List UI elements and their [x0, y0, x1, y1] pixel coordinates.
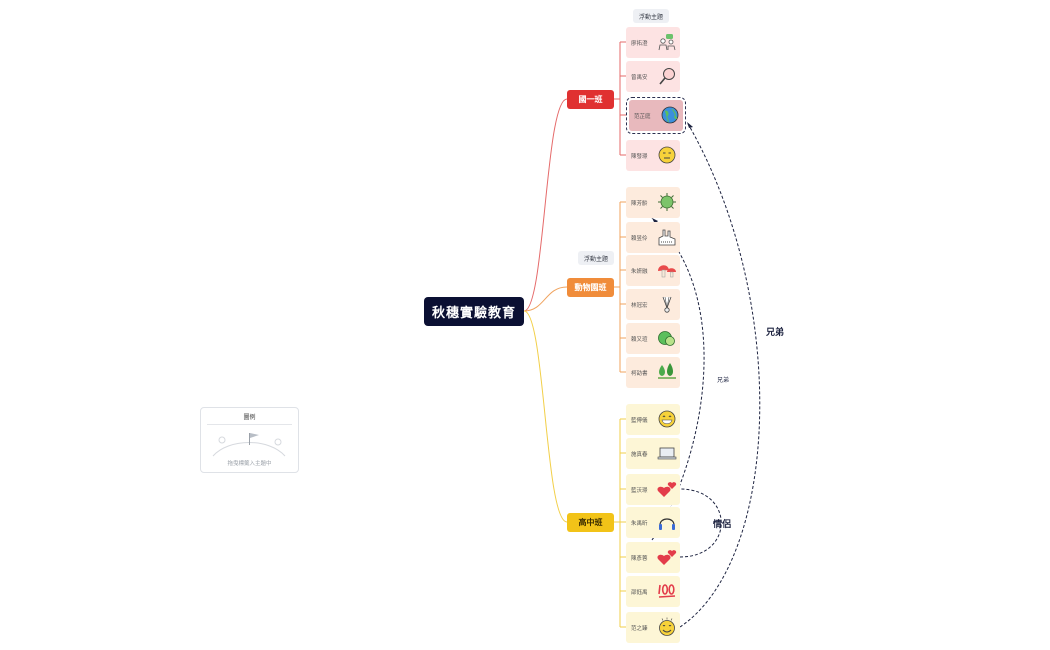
hundred-points-icon — [658, 584, 676, 598]
leaf-topic[interactable]: 朱禹昕 — [626, 507, 680, 538]
magnifier-icon — [659, 68, 675, 85]
relationship-label[interactable]: 情侶 — [713, 520, 732, 530]
leaf-label: 陳彥蓉 — [631, 556, 648, 562]
globe-icon — [661, 106, 679, 124]
leaf-label: 曾禹安 — [631, 75, 648, 81]
leaf-topic[interactable]: 林冠宏 — [626, 289, 680, 320]
leaf-label: 范芷庭 — [634, 114, 651, 120]
headphones-icon — [659, 518, 675, 530]
leaf-topic-selected[interactable]: 范芷庭 — [626, 97, 686, 134]
hearts-icon — [657, 482, 677, 497]
people-chat-icon — [658, 34, 676, 51]
leaf-label: 施真春 — [631, 452, 648, 458]
relationship-line-brothers-1 — [679, 121, 761, 628]
leaf-topic[interactable]: 施真春 — [626, 438, 680, 469]
leaf-label: 柯劭書 — [631, 371, 648, 377]
leaf-topic[interactable]: 藍沃璟 — [626, 474, 680, 505]
leaf-label: 朱妍融 — [631, 269, 648, 275]
factory-icon — [658, 229, 676, 246]
legend-panel[interactable]: 圖例 拖曳標籤入主題中 — [200, 407, 299, 473]
leaf-topic[interactable]: 賴又瑄 — [626, 323, 680, 354]
relationship-label[interactable]: 兄弟 — [766, 328, 785, 338]
leaf-topic[interactable]: 賴昱伶 — [626, 222, 680, 253]
root-topic[interactable]: 秋穗實驗教育 — [424, 297, 524, 326]
floating-topic[interactable]: 浮動主題 — [633, 9, 670, 23]
leaf-topic[interactable]: 陳發璟 — [626, 140, 680, 171]
legend-hint: 拖曳標籤入主題中 — [227, 461, 272, 467]
legend-divider — [207, 424, 292, 425]
leaf-topic[interactable]: 邵鈺禹 — [626, 576, 680, 607]
leaf-topic[interactable]: 范之臻 — [626, 612, 680, 643]
relationship-label[interactable]: 兄弟 — [716, 375, 731, 384]
leaf-label: 林冠宏 — [631, 303, 648, 309]
leaf-topic[interactable]: 朱妍融 — [626, 255, 680, 286]
leaf-label: 賴又瑄 — [631, 337, 648, 343]
mushroom-icon — [658, 265, 676, 278]
leaf-topic[interactable]: 陳芳齡 — [626, 187, 680, 218]
leaf-label: 陳發璟 — [631, 154, 648, 160]
relationship-line-brothers-2 — [651, 217, 705, 541]
lime-icon — [658, 331, 675, 346]
leaf-topic[interactable]: 陳彥蓉 — [626, 542, 680, 573]
leaf-label: 邵鈺禹 — [631, 590, 648, 596]
grin-face-icon — [658, 410, 676, 428]
leaf-topic[interactable]: 柯劭書 — [626, 357, 680, 388]
leaf-topic[interactable]: 廖拓澄 — [626, 27, 680, 58]
laptop-icon — [657, 447, 677, 460]
relationship-line-lovers — [679, 488, 722, 558]
legend-illustration-icon — [212, 433, 286, 457]
leaf-label: 范之臻 — [631, 626, 648, 632]
badminton-shuttle-icon — [662, 296, 672, 313]
sweat-smile-icon — [659, 617, 675, 636]
hearts-icon — [657, 550, 677, 565]
legend-title: 圖例 — [243, 414, 256, 421]
neutral-face-icon — [658, 146, 676, 164]
leaf-label: 陳芳齡 — [631, 201, 648, 207]
floating-topic[interactable]: 浮動主題 — [578, 251, 615, 265]
virus-icon — [658, 193, 676, 211]
trees-icon — [658, 363, 676, 379]
leaf-topic[interactable]: 藍傅儀 — [626, 404, 680, 435]
leaf-topic[interactable]: 曾禹安 — [626, 61, 680, 92]
leaf-label: 廖拓澄 — [631, 41, 648, 47]
leaf-label: 藍沃璟 — [631, 488, 648, 494]
leaf-label: 朱禹昕 — [631, 521, 648, 527]
leaf-label: 賴昱伶 — [631, 236, 648, 242]
branch-topic-zoo-class[interactable]: 動物園班 — [567, 278, 614, 297]
branch-topic-grade7[interactable]: 國一班 — [567, 90, 614, 109]
branch-topic-highschool[interactable]: 高中班 — [567, 513, 614, 532]
leaf-label: 藍傅儀 — [631, 418, 648, 424]
